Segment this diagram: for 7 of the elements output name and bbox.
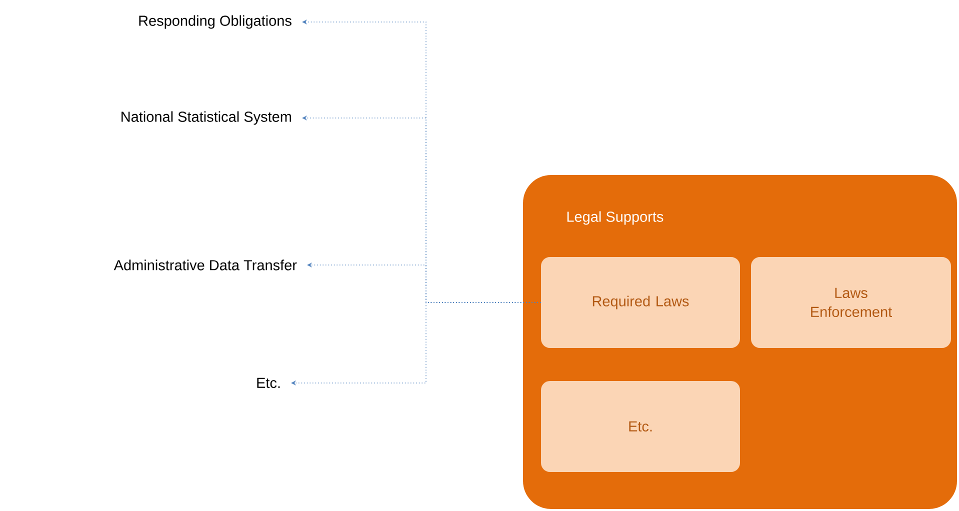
rounded-box: Laws Enforcement bbox=[751, 257, 951, 348]
rounded-box: Etc. bbox=[541, 381, 740, 472]
rounded-box: Required Laws bbox=[541, 257, 740, 348]
label-text: Responding Obligations bbox=[139, 15, 292, 29]
label-text: National Statistical System bbox=[122, 111, 292, 125]
label-text: Administrative Data Transfer bbox=[114, 260, 297, 270]
label-text: Etc. bbox=[257, 378, 280, 388]
